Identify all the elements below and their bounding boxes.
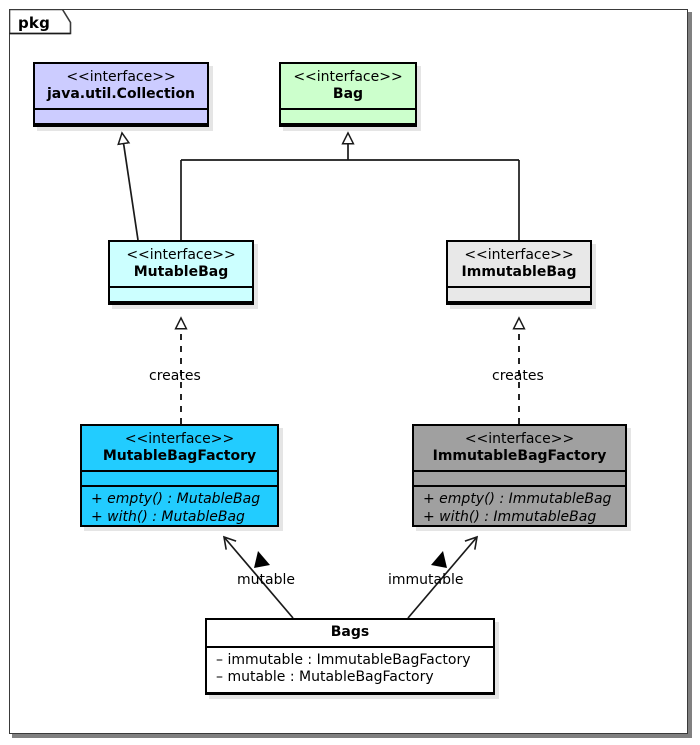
edge-label-creates-mutable: creates bbox=[149, 368, 201, 384]
class-header: <<interface>> MutableBagFactory bbox=[82, 426, 277, 470]
operations-compartment bbox=[35, 125, 207, 138]
class-box-mutable-bag-factory[interactable]: <<interface>> MutableBagFactory + empty(… bbox=[80, 424, 279, 527]
compartment-separator bbox=[82, 470, 277, 473]
attributes-compartment bbox=[35, 110, 207, 123]
class-name: MutableBagFactory bbox=[102, 447, 257, 464]
class-stereotype: <<interface>> bbox=[124, 431, 235, 447]
compartment-separator bbox=[110, 301, 252, 304]
class-header: <<interface>> java.util.Collection bbox=[35, 64, 207, 108]
compartment-separator bbox=[281, 108, 415, 111]
class-name: Bag bbox=[332, 85, 364, 102]
operations-compartment bbox=[110, 303, 252, 316]
attributes-compartment bbox=[110, 288, 252, 301]
operation-row: + empty() : MutableBag bbox=[91, 491, 261, 508]
compartment-separator bbox=[82, 485, 277, 488]
class-stereotype: <<interface>> bbox=[464, 431, 575, 447]
edge-label-mutable: mutable bbox=[237, 572, 295, 588]
attributes-compartment bbox=[82, 472, 277, 485]
class-name: ImmutableBagFactory bbox=[432, 447, 607, 464]
compartment-separator bbox=[35, 108, 207, 111]
attributes-compartment bbox=[414, 472, 625, 485]
compartment-separator bbox=[207, 691, 493, 694]
class-stereotype: <<interface>> bbox=[66, 69, 176, 85]
package-frame bbox=[9, 9, 688, 734]
class-header: <<interface>> ImmutableBagFactory bbox=[414, 426, 625, 470]
class-box-immutable-bag-factory[interactable]: <<interface>> ImmutableBagFactory + empt… bbox=[412, 424, 627, 527]
compartment-separator bbox=[414, 470, 625, 473]
compartment-separator bbox=[207, 645, 493, 648]
edge-label-creates-immutable: creates bbox=[492, 368, 544, 384]
class-box-immutable-bag[interactable]: <<interface>> ImmutableBag bbox=[446, 240, 592, 305]
class-box-mutable-bag[interactable]: <<interface>> MutableBag bbox=[108, 240, 254, 305]
attributes-compartment bbox=[448, 288, 590, 301]
attribute-row: – mutable : MutableBagFactory bbox=[216, 669, 434, 686]
operation-row: + empty() : ImmutableBag bbox=[423, 491, 612, 508]
class-box-bags[interactable]: Bags – immutable : ImmutableBagFactory –… bbox=[205, 618, 495, 695]
package-label: pkg bbox=[18, 14, 51, 32]
class-name: MutableBag bbox=[133, 263, 229, 280]
compartment-separator bbox=[281, 123, 415, 126]
compartment-separator bbox=[414, 485, 625, 488]
operations-compartment bbox=[281, 125, 415, 138]
attributes-compartment bbox=[281, 110, 415, 123]
class-header: Bags bbox=[207, 620, 493, 646]
operations-compartment: + empty() : MutableBag + with() : Mutabl… bbox=[82, 487, 277, 531]
attributes-compartment: – immutable : ImmutableBagFactory – muta… bbox=[207, 648, 493, 692]
operations-compartment bbox=[207, 694, 493, 707]
edge-label-immutable: immutable bbox=[388, 572, 464, 588]
class-header: <<interface>> MutableBag bbox=[110, 242, 252, 286]
package-tab bbox=[9, 9, 72, 35]
class-box-java-util-collection[interactable]: <<interface>> java.util.Collection bbox=[33, 62, 209, 127]
class-header: <<interface>> Bag bbox=[281, 64, 415, 108]
compartment-separator bbox=[448, 301, 590, 304]
operations-compartment: + empty() : ImmutableBag + with() : Immu… bbox=[414, 487, 625, 531]
compartment-separator bbox=[448, 286, 590, 289]
compartment-separator bbox=[35, 123, 207, 126]
operation-row: + with() : ImmutableBag bbox=[423, 508, 597, 525]
class-name: Bags bbox=[330, 624, 370, 640]
class-stereotype: <<interface>> bbox=[293, 69, 403, 85]
attribute-row: – immutable : ImmutableBagFactory bbox=[216, 651, 471, 668]
class-stereotype: <<interface>> bbox=[464, 247, 574, 263]
operations-compartment bbox=[448, 303, 590, 316]
compartment-separator bbox=[110, 286, 252, 289]
operation-row: + with() : MutableBag bbox=[91, 508, 245, 525]
class-box-bag[interactable]: <<interface>> Bag bbox=[279, 62, 417, 127]
class-header: <<interface>> ImmutableBag bbox=[448, 242, 590, 286]
class-stereotype: <<interface>> bbox=[126, 247, 236, 263]
class-name: ImmutableBag bbox=[461, 263, 577, 280]
class-name: java.util.Collection bbox=[46, 85, 196, 102]
